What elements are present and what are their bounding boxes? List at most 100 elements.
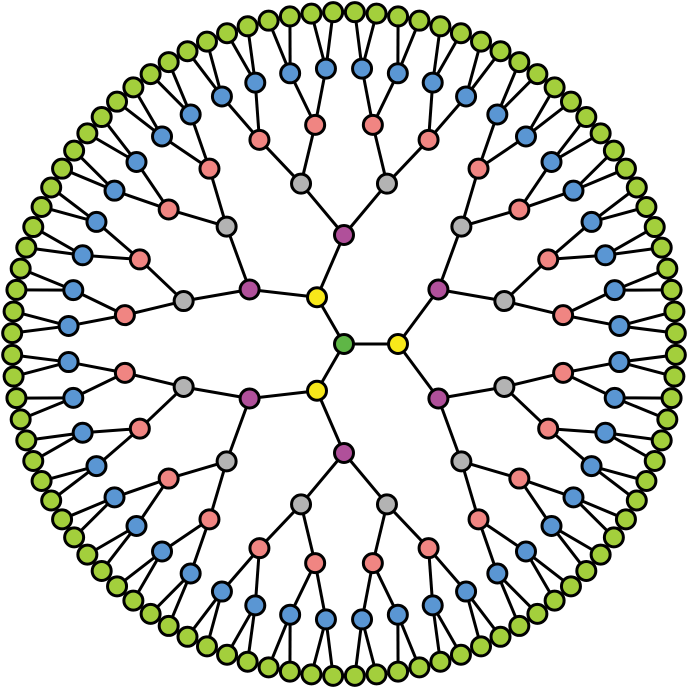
node-level-4	[113, 304, 136, 327]
tree-edge	[183, 288, 250, 303]
node-level-5	[421, 71, 444, 94]
node-level-6	[257, 656, 280, 679]
tree-edge	[438, 385, 505, 400]
node-level-6	[643, 216, 666, 239]
node-level-4	[361, 552, 384, 575]
node-level-6	[15, 429, 38, 452]
node-level-6	[408, 656, 431, 679]
node-level-5	[386, 603, 409, 626]
node-level-5	[210, 85, 233, 108]
node-level-5	[580, 455, 603, 478]
node-level-6	[449, 22, 472, 45]
node-level-4	[157, 198, 180, 221]
node-level-6	[656, 408, 679, 431]
node-level-3	[450, 215, 473, 238]
node-level-6	[106, 90, 129, 113]
node-level-6	[51, 157, 74, 180]
node-level-4	[157, 467, 180, 490]
node-level-2	[427, 387, 450, 410]
node-level-6	[15, 236, 38, 259]
tree-edge	[342, 452, 389, 506]
node-level-6	[139, 602, 162, 625]
node-level-5	[210, 580, 233, 603]
node-level-6	[660, 387, 683, 410]
node-level-1	[387, 333, 409, 355]
node-level-6	[9, 257, 32, 280]
node-level-4	[304, 552, 327, 575]
node-level-5	[57, 351, 80, 374]
node-level-6	[176, 625, 199, 648]
node-level-5	[125, 514, 148, 537]
node-level-6	[614, 508, 637, 531]
node-level-6	[90, 106, 113, 129]
node-level-6	[1, 322, 24, 345]
node-level-6	[236, 650, 259, 673]
node-level-6	[660, 278, 683, 301]
node-level-6	[663, 365, 686, 388]
node-level-6	[195, 635, 218, 658]
node-level-6	[614, 157, 637, 180]
tree-edge	[299, 452, 346, 506]
node-level-6	[5, 387, 28, 410]
node-level-3	[215, 215, 238, 238]
node-level-6	[635, 470, 658, 493]
node-level-4	[508, 198, 531, 221]
node-level-5	[279, 62, 302, 85]
node-level-5	[179, 562, 202, 585]
node-level-6	[365, 663, 388, 686]
tree-edge	[438, 288, 505, 303]
node-level-6	[278, 5, 301, 28]
node-level-5	[540, 151, 563, 174]
node-level-4	[508, 467, 531, 490]
tree-edge	[183, 385, 250, 400]
node-level-5	[103, 486, 126, 509]
node-level-6	[76, 543, 99, 566]
node-level-5	[85, 210, 108, 233]
node-level-5	[85, 455, 108, 478]
node-level-6	[470, 635, 493, 658]
tree-edge	[396, 343, 440, 400]
node-level-6	[559, 575, 582, 598]
node-level-6	[429, 650, 452, 673]
node-level-5	[514, 125, 537, 148]
node-level-5	[125, 151, 148, 174]
node-level-3	[375, 493, 398, 516]
node-level-4	[537, 248, 560, 271]
node-level-5	[455, 580, 478, 603]
node-level-6	[76, 122, 99, 145]
node-level-5	[580, 210, 603, 233]
node-level-2	[333, 224, 355, 246]
node-level-6	[176, 40, 199, 63]
node-level-4	[552, 304, 575, 327]
node-level-5	[608, 314, 631, 337]
node-level-6	[22, 216, 45, 239]
node-level-4	[467, 157, 490, 180]
node-level-5	[179, 103, 202, 126]
node-level-6	[429, 15, 452, 38]
node-level-5	[455, 85, 478, 108]
node-level-6	[408, 9, 431, 32]
node-level-3	[172, 375, 195, 398]
node-level-5	[151, 540, 174, 563]
node-level-6	[40, 176, 63, 199]
node-level-5	[71, 244, 94, 267]
node-level-6	[216, 643, 239, 666]
node-level-6	[122, 76, 145, 99]
node-level-4	[128, 248, 151, 271]
node-level-6	[157, 51, 180, 74]
node-level-5	[603, 386, 626, 409]
node-level-6	[650, 236, 673, 259]
node-level-4	[198, 157, 221, 180]
tree-edge	[396, 288, 440, 345]
node-level-4	[417, 537, 440, 560]
tree-edge	[299, 182, 346, 236]
node-level-6	[300, 2, 323, 25]
node-level-5	[62, 386, 85, 409]
node-level-5	[314, 57, 337, 80]
tree-edge	[249, 288, 318, 299]
node-level-3	[493, 375, 516, 398]
node-level-6	[575, 106, 598, 129]
tree-edge	[342, 182, 389, 236]
